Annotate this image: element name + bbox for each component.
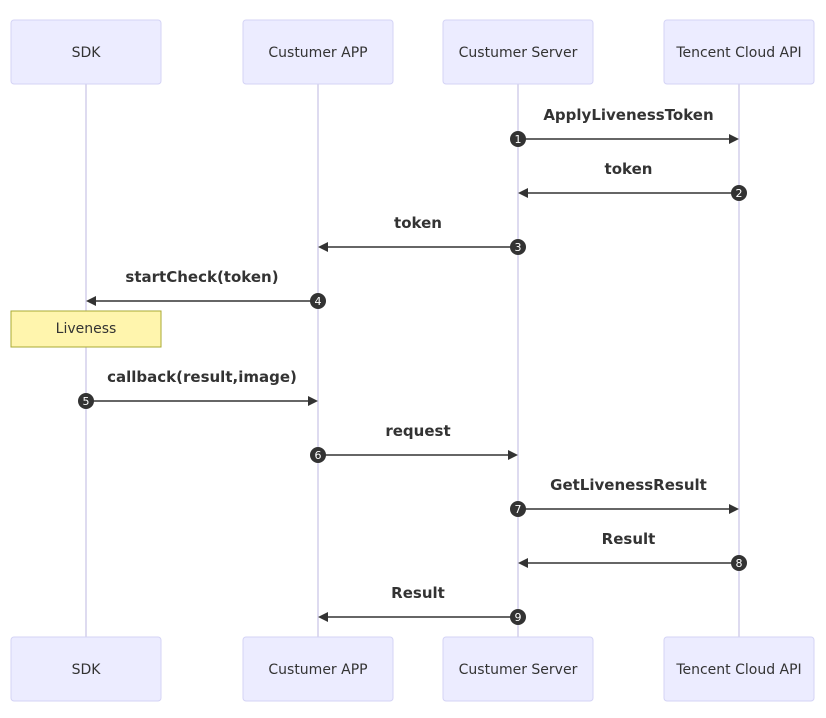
message-7: GetLivenessResult 7 [510, 476, 739, 517]
arrowhead [518, 188, 528, 198]
participant-label: Tencent Cloud API [675, 45, 801, 61]
arrowhead [318, 242, 328, 252]
participant-box [10, 636, 162, 702]
participant-label: Custumer APP [268, 662, 367, 678]
arrowhead [308, 396, 318, 406]
participant-box [663, 19, 815, 85]
participant-box [442, 19, 594, 85]
participant-label: SDK [72, 45, 102, 61]
sequence-number: 7 [515, 503, 522, 516]
note-liveness: Liveness [10, 310, 162, 348]
sequence-badge [78, 393, 94, 409]
sequence-badge [310, 293, 326, 309]
participant-label: Custumer Server [459, 662, 578, 678]
lifelines [85, 84, 740, 637]
message-2: token 2 [518, 160, 747, 201]
message-1: ApplyLivenessToken 1 [510, 106, 739, 147]
participant-box [663, 636, 815, 702]
note-box [10, 310, 162, 348]
sequence-number: 9 [515, 611, 522, 624]
participant-label: Tencent Cloud API [675, 662, 801, 678]
arrowhead [508, 450, 518, 460]
sequence-number: 6 [315, 449, 322, 462]
arrowhead [729, 134, 739, 144]
participants-bottom: SDK Custumer APP Custumer Server Tencent Cl… [10, 636, 815, 702]
sequence-number: 5 [83, 395, 90, 408]
sequence-number: 4 [315, 295, 322, 308]
sequence-badge [310, 447, 326, 463]
participant-app-top: Custumer APP [242, 19, 394, 85]
message-6: request 6 [310, 422, 518, 463]
messages: ApplyLivenessToken 1 token 2 token 3 startChec… [78, 106, 747, 625]
sequence-badge [510, 501, 526, 517]
message-3: token 3 [318, 214, 526, 255]
message-label: token [394, 214, 442, 232]
participant-server-bottom: Custumer Server [442, 636, 594, 702]
message-label: startCheck(token) [125, 268, 278, 286]
message-5: callback(result,image) 5 [78, 368, 318, 409]
sequence-number: 8 [736, 557, 743, 570]
sequence-number: 3 [515, 241, 522, 254]
participants-top: SDK Custumer APP Custumer Server Tencent Cl… [10, 19, 815, 85]
participant-box [242, 636, 394, 702]
arrowhead [318, 612, 328, 622]
participant-sdk-bottom: SDK [10, 636, 162, 702]
participant-label: Custumer APP [268, 45, 367, 61]
sequence-badge [731, 555, 747, 571]
arrowhead [518, 558, 528, 568]
sequence-badge [731, 185, 747, 201]
participant-cloud-top: Tencent Cloud API [663, 19, 815, 85]
message-label: request [385, 422, 450, 440]
arrowhead [729, 504, 739, 514]
participant-label: SDK [72, 662, 102, 678]
message-label: GetLivenessResult [550, 476, 707, 494]
note-label: Liveness [56, 321, 117, 337]
participant-box [10, 19, 162, 85]
message-4: startCheck(token) 4 [86, 268, 326, 309]
message-9: Result 9 [318, 584, 526, 625]
sequence-badge [510, 131, 526, 147]
message-label: callback(result,image) [107, 368, 297, 386]
message-label: Result [391, 584, 445, 602]
sequence-number: 2 [736, 187, 743, 200]
sequence-number: 1 [515, 133, 522, 146]
message-label: token [605, 160, 653, 178]
participant-box [242, 19, 394, 85]
participant-sdk-top: SDK [10, 19, 162, 85]
participant-label: Custumer Server [459, 45, 578, 61]
participant-app-bottom: Custumer APP [242, 636, 394, 702]
arrowhead [86, 296, 96, 306]
participant-box [442, 636, 594, 702]
note-layer: Liveness [10, 310, 162, 348]
participant-server-top: Custumer Server [442, 19, 594, 85]
message-label: Result [602, 530, 656, 548]
message-label: ApplyLivenessToken [543, 106, 713, 124]
sequence-badge [510, 239, 526, 255]
participant-cloud-bottom: Tencent Cloud API [663, 636, 815, 702]
message-8: Result 8 [518, 530, 747, 571]
sequence-badge [510, 609, 526, 625]
